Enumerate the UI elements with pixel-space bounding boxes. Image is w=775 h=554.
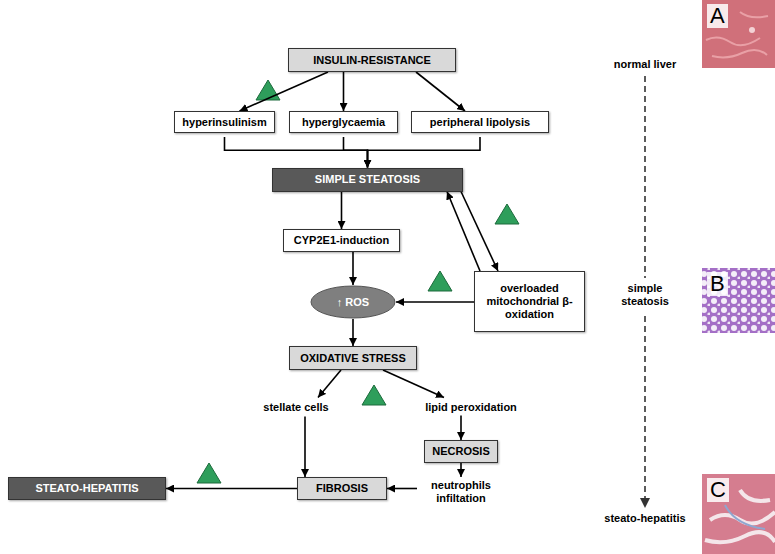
node-text: lipid peroxidation <box>425 401 517 414</box>
process-box: peripheral lipolysis <box>411 111 549 133</box>
micrograph <box>702 474 775 554</box>
flow-arrow <box>166 488 297 490</box>
micrograph-c <box>702 474 775 554</box>
micrograph <box>702 268 775 333</box>
node-text: peripheral lipolysis <box>430 116 530 129</box>
flow-arrow <box>304 417 306 478</box>
process-box: overloaded mitochondrial β-oxidation <box>474 271 585 332</box>
green-triangle <box>256 80 280 100</box>
micrograph-b <box>702 268 775 333</box>
node-text: FIBROSIS <box>316 482 368 495</box>
node-text: ↑ ROS <box>337 296 369 309</box>
process-box: hyperinsulinism <box>174 111 275 133</box>
green-triangle <box>362 385 386 405</box>
process-box: NECROSIS <box>424 440 498 463</box>
flow-arrow <box>341 192 343 230</box>
flow-arrow <box>343 72 345 111</box>
flow-arrow <box>461 192 498 272</box>
micrograph-a <box>702 0 775 68</box>
node-text: hyperinsulinism <box>182 116 266 129</box>
flow-arrow <box>318 370 341 398</box>
node-text: hyperglycaemia <box>302 116 385 129</box>
flow-arrow <box>352 319 354 346</box>
green-triangle <box>428 271 452 291</box>
flow-arrow <box>368 137 481 168</box>
flow-arrow <box>225 137 368 168</box>
flow-arrow <box>383 370 444 398</box>
dashed-line <box>644 76 646 278</box>
stage-box: STEATO-HEPATITIS <box>8 477 166 500</box>
ellipse-outline <box>311 286 395 318</box>
node-text: STEATO-HEPATITIS <box>35 482 138 495</box>
node-text: CYP2E1-induction <box>294 234 389 247</box>
flow-arrow <box>460 463 462 477</box>
green-triangle <box>197 463 221 483</box>
node-text: INSULIN-RESISTANCE <box>313 54 431 67</box>
flow-arrow <box>240 72 329 111</box>
flow-arrow <box>352 252 354 285</box>
axis-arrowhead <box>640 498 650 508</box>
stage-label: steato-hepatitis <box>590 512 700 525</box>
process-box: hyperglycaemia <box>289 111 398 133</box>
node-text: NECROSIS <box>432 445 489 458</box>
step-text: neutrophils infiltation <box>419 478 503 506</box>
panel-letter: B <box>707 272 728 296</box>
tissue-texture <box>749 27 755 33</box>
dashed-line <box>644 316 646 498</box>
stage-label: normal liver <box>595 58 695 71</box>
green-triangles <box>197 80 519 483</box>
node-text: neutrophils infiltation <box>421 479 501 505</box>
stage-box: SIMPLE STEATOSIS <box>272 168 463 192</box>
node-text: SIMPLE STEATOSIS <box>315 173 420 186</box>
stage-label: simple steatosis <box>611 282 679 308</box>
process-box: FIBROSIS <box>297 477 387 500</box>
step-text: stellate cells <box>260 400 332 415</box>
step-text: lipid peroxidation <box>422 400 520 415</box>
flow-arrow <box>447 192 480 272</box>
micrograph <box>702 0 775 68</box>
flow-arrow <box>416 72 465 111</box>
flow-arrow <box>460 416 462 441</box>
process-box: OXIDATIVE STRESS <box>289 346 417 370</box>
process-box: CYP2E1-induction <box>283 229 400 252</box>
node-text: overloaded mitochondrial β-oxidation <box>481 282 578 321</box>
process-box: INSULIN-RESISTANCE <box>288 48 456 72</box>
flow-arrow <box>344 137 368 168</box>
flow-arrow <box>396 301 474 303</box>
panel-letter: A <box>707 4 728 28</box>
node-text: OXIDATIVE STRESS <box>300 352 406 365</box>
panel-letter: C <box>707 478 729 502</box>
green-triangle <box>495 204 519 224</box>
ros-ellipse: ↑ ROS <box>310 285 396 319</box>
fibrosis-texture <box>725 505 765 529</box>
flow-arrow <box>387 488 417 490</box>
node-text: stellate cells <box>263 401 328 414</box>
